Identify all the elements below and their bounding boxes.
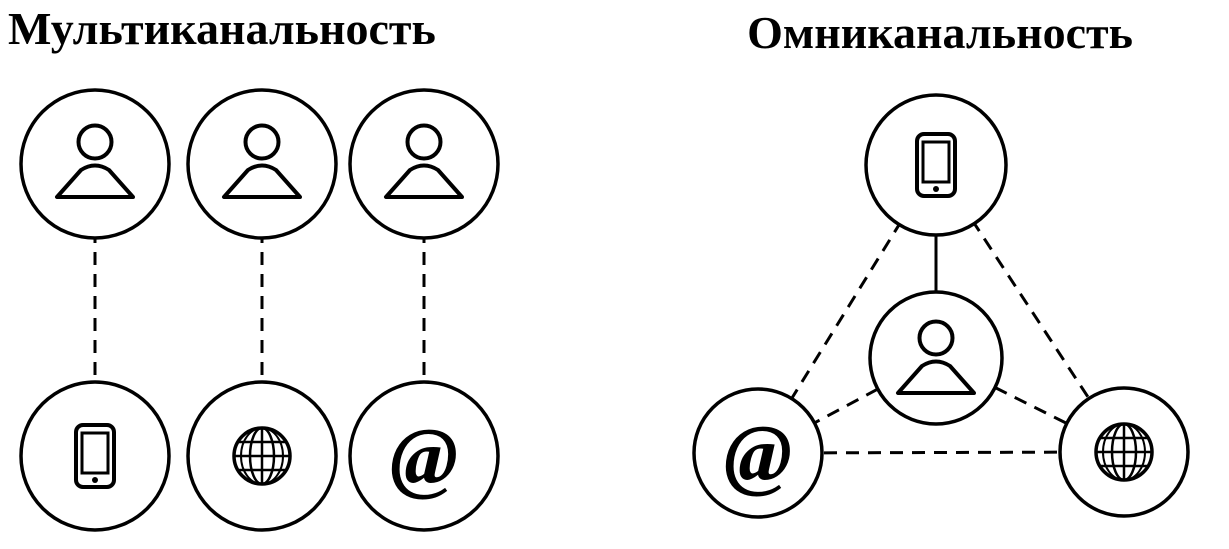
multichannel-website-node bbox=[186, 380, 338, 532]
multichannel-email-node: @ bbox=[348, 380, 500, 532]
node-circle bbox=[864, 93, 1008, 237]
multichannel-smartphone-node bbox=[19, 380, 171, 532]
node-circle bbox=[868, 290, 1004, 426]
at-sign-icon: @ bbox=[390, 411, 458, 502]
node-circle bbox=[19, 380, 171, 532]
multichannel-user-node-2 bbox=[186, 88, 338, 240]
omnichannel-nodes: @ bbox=[692, 93, 1190, 519]
omnichannel-title: Омниканальность bbox=[747, 7, 1133, 58]
omnichannel-website-node bbox=[1058, 386, 1190, 518]
edge-email-website bbox=[757, 450, 1125, 455]
multichannel-user-node-3 bbox=[348, 88, 500, 240]
omnichannel-smartphone-node bbox=[864, 93, 1008, 237]
node-circle bbox=[348, 380, 500, 532]
multichannel-user-node-1 bbox=[19, 88, 171, 240]
omnichannel-email-node: @ bbox=[692, 387, 824, 519]
multichannel-nodes: @ bbox=[19, 88, 500, 532]
omnichannel-user-node bbox=[868, 290, 1004, 426]
globe-icon bbox=[232, 426, 292, 486]
node-circle bbox=[692, 387, 824, 519]
at-sign-icon: @ bbox=[724, 408, 792, 499]
multichannel-title: Мультиканальность bbox=[8, 3, 436, 54]
globe-icon bbox=[1094, 422, 1154, 482]
